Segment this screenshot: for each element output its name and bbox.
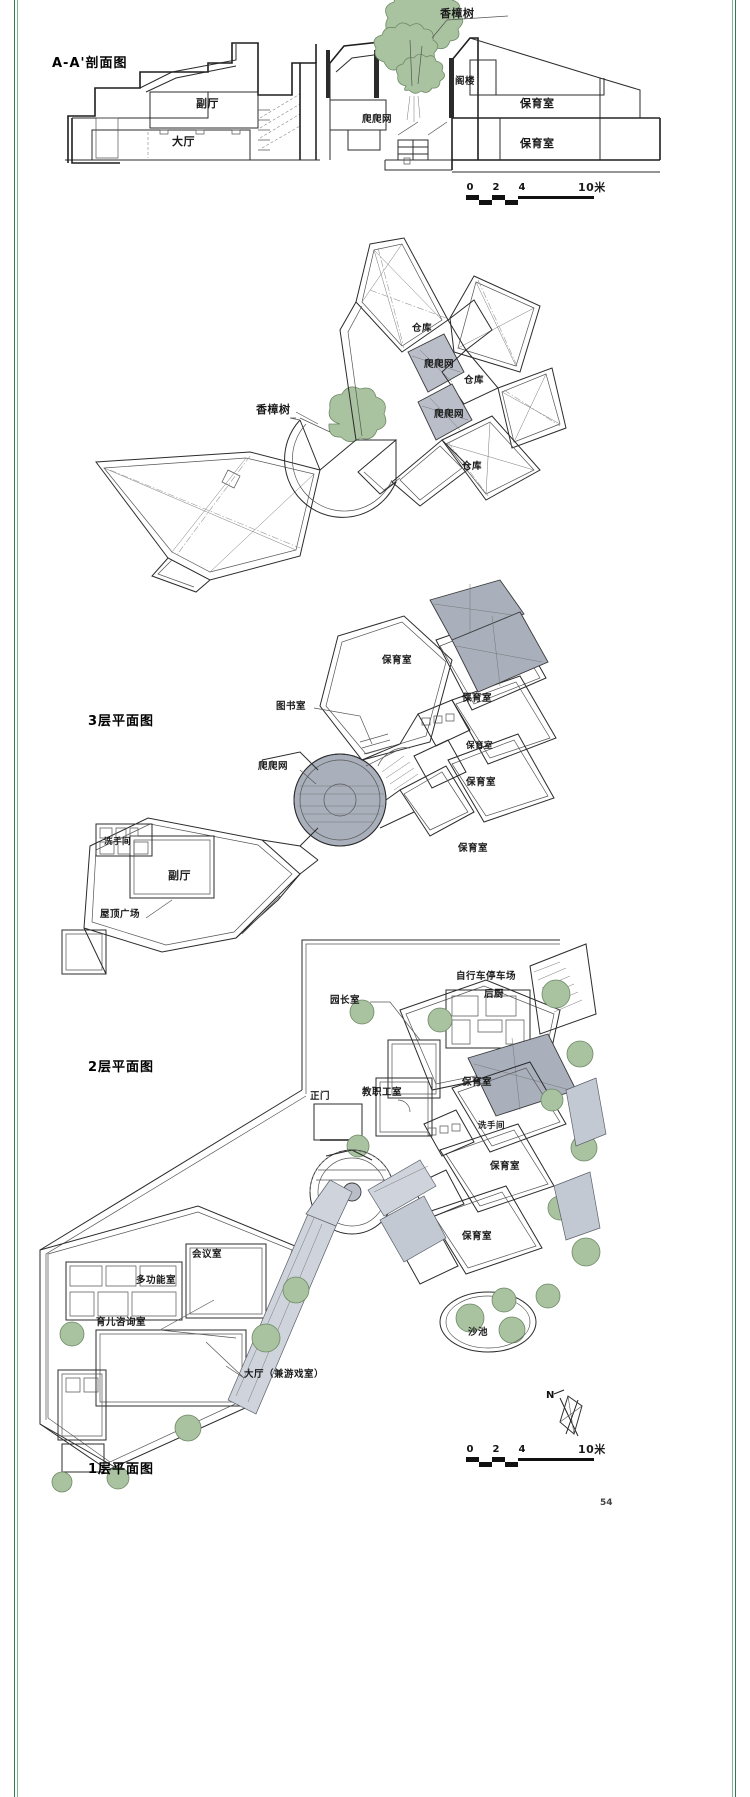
- site-trees-right: [346, 979, 601, 1344]
- floor3-room-climbing-net-2: 爬爬网: [434, 409, 465, 420]
- scale-tick-4: 4: [518, 182, 526, 193]
- sandpit-trees: [455, 1287, 517, 1333]
- floor2-room-nursery-3: 保育室: [466, 741, 494, 751]
- section-room-attic: 阁楼: [455, 76, 476, 87]
- floor1-callout-principal-office: 园长室: [330, 995, 361, 1006]
- central-round-hall: [293, 753, 387, 847]
- floor1-room-back-kitchen: 后厨: [484, 989, 505, 1000]
- floor3-room-climbing-net-1: 爬爬网: [424, 359, 455, 370]
- section-drawing: [65, 0, 661, 173]
- compass-rose: N: [546, 1388, 592, 1442]
- page-frame-right-rule: [735, 0, 736, 1797]
- section-room-nursery-upper: 保育室: [520, 97, 555, 110]
- section-room-sub-hall: 副厅: [196, 97, 219, 110]
- floor2-room-nursery-1: 保育室: [382, 655, 413, 666]
- section-callout-camphor-tree: 香樟树: [440, 7, 475, 20]
- floor1-room-washroom: 洗手间: [478, 1121, 506, 1131]
- floor2-room-washroom: 洗手间: [104, 837, 132, 847]
- scale-tick-0: 0: [466, 182, 474, 193]
- floor1-room-bicycle-parking: 自行车停车场: [456, 971, 517, 982]
- page-frame-left-rule-2: [17, 0, 18, 1797]
- floor2-callout-roof-plaza: 屋顶广场: [100, 909, 141, 920]
- floor3-room-storage-1: 仓库: [412, 323, 433, 334]
- floor2-room-nursery-4: 保育室: [466, 777, 497, 788]
- compass-needle-icon: [553, 1389, 583, 1437]
- floor2-title: 2层平面图: [88, 1060, 155, 1075]
- page-number: 54: [600, 1498, 613, 1508]
- floor1-room-nursery-1: 保育室: [462, 1077, 493, 1088]
- floor1-plan: [39, 939, 607, 1493]
- floor1-scale-tick-2: 2: [492, 1444, 500, 1455]
- scale-tick-2: 2: [492, 182, 500, 193]
- section-scale-end-label: 10米: [578, 181, 606, 194]
- floor3-callout-camphor-tree: 香樟树: [256, 403, 291, 416]
- section-room-nursery-lower: 保育室: [520, 137, 555, 150]
- floor3-plan: [95, 237, 567, 593]
- floor2-room-sub-hall: 副厅: [168, 869, 191, 882]
- floor1-room-nursery-2: 保育室: [490, 1161, 521, 1172]
- floor2-room-nursery-2: 保育室: [462, 693, 493, 704]
- floor1-scale-tick-4: 4: [518, 1444, 526, 1455]
- floor1-room-sand-pit: 沙池: [468, 1327, 489, 1338]
- section-title: A-A'剖面图: [52, 56, 128, 71]
- page-frame-right-rule-2: [732, 0, 733, 1797]
- floor3-room-storage-3: 仓库: [462, 461, 483, 472]
- floor1-room-nursery-3: 保育室: [462, 1231, 493, 1242]
- floor1-callout-childcare-consulting: 育儿咨询室: [96, 1317, 147, 1328]
- section-scale-bar: 0 2 4: [466, 182, 616, 205]
- floor3-room-storage-2: 仓库: [464, 375, 485, 386]
- floor1-callout-main-entrance: 正门: [310, 1091, 331, 1102]
- camphor-tree-plan3: [328, 386, 387, 443]
- floor1-scale-tick-0: 0: [466, 1444, 474, 1455]
- floor2-room-nursery-5: 保育室: [458, 843, 489, 854]
- floor2-callout-climbing-net: 爬爬网: [258, 761, 289, 772]
- section-callout-climbing-net: 爬爬网: [362, 114, 393, 125]
- floor1-callout-main-hall-playroom: 大厅（兼游戏室）: [244, 1369, 325, 1380]
- section-room-main-hall: 大厅: [172, 135, 195, 148]
- compass-north-label: N: [546, 1390, 555, 1401]
- floor3-title: 3层平面图: [88, 714, 155, 729]
- floor1-title: 1层平面图: [88, 1462, 155, 1477]
- page-frame-left-rule: [14, 0, 15, 1797]
- floor2-callout-library: 图书室: [276, 701, 307, 712]
- floor1-scale-bar: 0 2 4: [466, 1444, 616, 1467]
- floor1-scale-end-label: 10米: [578, 1443, 606, 1456]
- floor1-room-meeting-room: 会议室: [192, 1249, 223, 1260]
- floor1-room-multifunction: 多功能室: [136, 1275, 177, 1286]
- floor1-callout-staff-room: 教职工室: [362, 1087, 403, 1098]
